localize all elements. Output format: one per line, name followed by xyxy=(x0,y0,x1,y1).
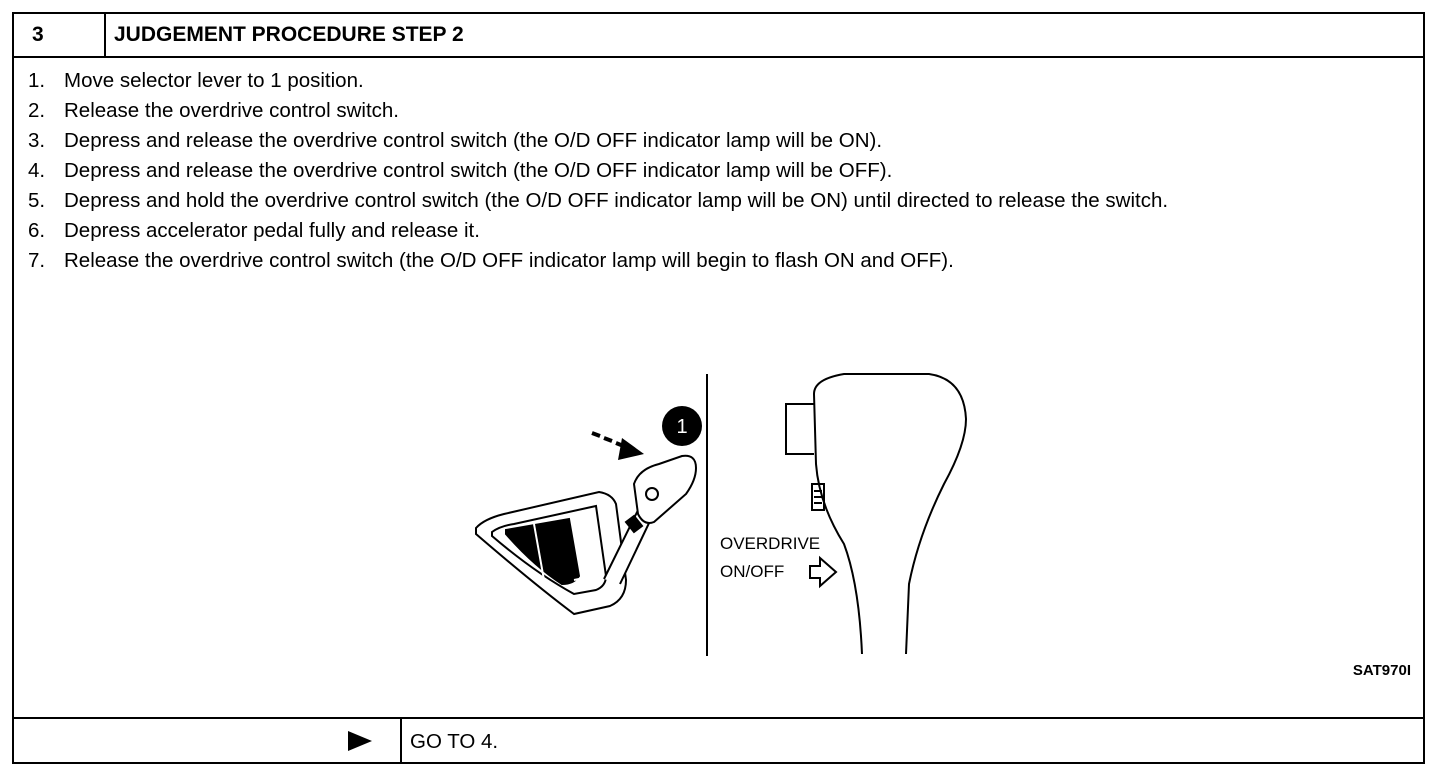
step-text: Release the overdrive control switch. xyxy=(64,99,399,122)
list-item: 7. Release the overdrive control switch (… xyxy=(28,246,1408,276)
next-step-text: GO TO 4. xyxy=(410,730,499,753)
list-item: 4. Depress and release the overdrive cont… xyxy=(28,156,1408,186)
step-text: Depress accelerator pedal fully and rele… xyxy=(64,219,480,242)
play-arrow-icon xyxy=(348,731,372,751)
push-arrow-icon xyxy=(591,431,644,460)
page-title: JUDGEMENT PROCEDURE STEP 2 xyxy=(114,23,464,46)
step-index: 3. xyxy=(28,129,46,152)
step-text: Release the overdrive control switch (th… xyxy=(64,249,954,272)
right-arrow-icon xyxy=(809,555,838,589)
illustration: 1 OVERDRIVE ON/OFF xyxy=(475,373,968,656)
step-index: 7. xyxy=(28,249,46,272)
position-marker-label: 1 xyxy=(676,416,687,438)
step-text: Depress and hold the overdrive control s… xyxy=(64,189,1169,212)
list-item: 3. Depress and release the overdrive cont… xyxy=(28,126,1408,156)
position-marker-icon: 1 xyxy=(662,406,702,446)
procedure-table: 3 JUDGEMENT PROCEDURE STEP 2 1. Move sele… xyxy=(12,12,1425,764)
step-text: Depress and release the overdrive contro… xyxy=(64,159,893,182)
step-index: 2. xyxy=(28,99,46,122)
shift-knob-drawing xyxy=(785,373,968,655)
table-header: 3 JUDGEMENT PROCEDURE STEP 2 xyxy=(14,14,1423,58)
list-item: 5. Depress and hold the overdrive control… xyxy=(28,186,1408,216)
selector-lever-drawing xyxy=(475,454,698,616)
list-item: 6. Depress accelerator pedal fully and re… xyxy=(28,216,1408,246)
step-text: Depress and release the overdrive contro… xyxy=(64,129,883,152)
step-number: 3 xyxy=(14,14,106,56)
on-off-label: ON/OFF xyxy=(720,562,784,581)
step-index: 4. xyxy=(28,159,46,182)
list-item: 2. Release the overdrive control switch. xyxy=(28,96,1408,126)
step-index: 5. xyxy=(28,189,46,212)
list-item: 1. Move selector lever to 1 position. xyxy=(28,66,1408,96)
figure-id: SAT970I xyxy=(1352,662,1411,679)
instruction-list: 1. Move selector lever to 1 position. 2. R… xyxy=(28,66,1408,276)
step-index: 1. xyxy=(28,69,46,92)
step-text: Move selector lever to 1 position. xyxy=(64,69,364,92)
overdrive-label: OVERDRIVE xyxy=(720,534,820,553)
table-footer: GO TO 4. xyxy=(14,717,1423,764)
next-indicator-cell xyxy=(14,719,402,764)
step-index: 6. xyxy=(28,219,46,242)
